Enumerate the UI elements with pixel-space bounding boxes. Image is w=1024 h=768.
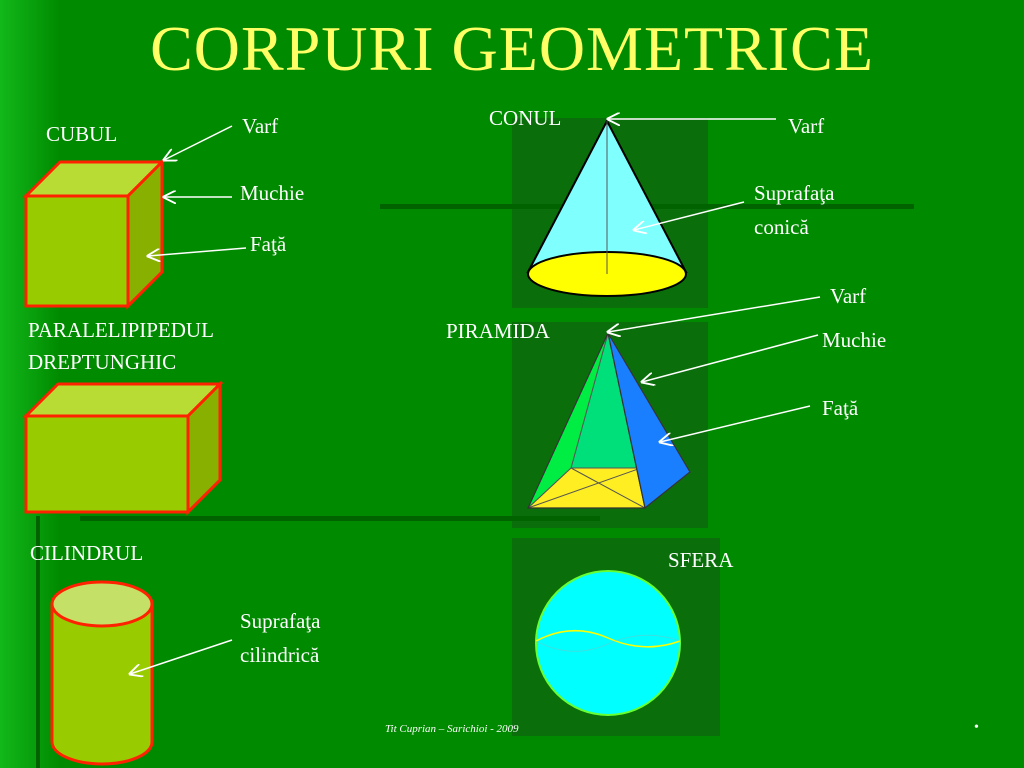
cube-vertex-label: Varf <box>242 114 279 138</box>
cone-label: CONUL <box>489 106 562 130</box>
cube-label: CUBUL <box>46 122 118 146</box>
sphere-label: SFERA <box>668 548 734 572</box>
pyramid-label: PIRAMIDA <box>446 319 550 343</box>
footer-credit: Tit Cuprian – Sarichioi - 2009 <box>385 723 519 735</box>
pyramid-face-label: Faţă <box>822 396 859 420</box>
arrow-icon <box>130 119 821 674</box>
cylinder-label: CILINDRUL <box>30 541 144 565</box>
cone-surface-label-line1: Suprafaţa <box>754 181 835 205</box>
cube-face-label: Faţă <box>250 232 287 256</box>
page-title: CORPURI GEOMETRICE <box>150 13 874 84</box>
decor-stripe-middle <box>80 516 600 521</box>
decor-stripe-left <box>36 516 40 768</box>
cone-figure <box>526 118 688 297</box>
cylinder-surface-label-line2: cilindrică <box>240 643 320 667</box>
cone-vertex-label: Varf <box>788 114 825 138</box>
cuboid-figure <box>22 380 224 516</box>
cylinder-surface-label-line1: Suprafaţa <box>240 609 321 633</box>
cone-surface-label-line2: conică <box>754 215 809 239</box>
background-gradient <box>0 0 60 768</box>
cube-edge-label: Muchie <box>240 181 305 205</box>
pyramid-vertex-label: Varf <box>830 284 867 308</box>
pyramid-edge-label: Muchie <box>822 328 887 352</box>
cuboid-label-line2: DREPTUNGHIC <box>28 350 177 374</box>
cube-figure <box>22 158 166 310</box>
footer-bullet: • <box>974 720 979 735</box>
pyramid-figure <box>526 331 692 509</box>
cylinder-figure <box>50 580 154 766</box>
sphere-figure <box>535 570 681 716</box>
cuboid-label-line1: PARALELIPIPEDUL <box>28 318 214 342</box>
